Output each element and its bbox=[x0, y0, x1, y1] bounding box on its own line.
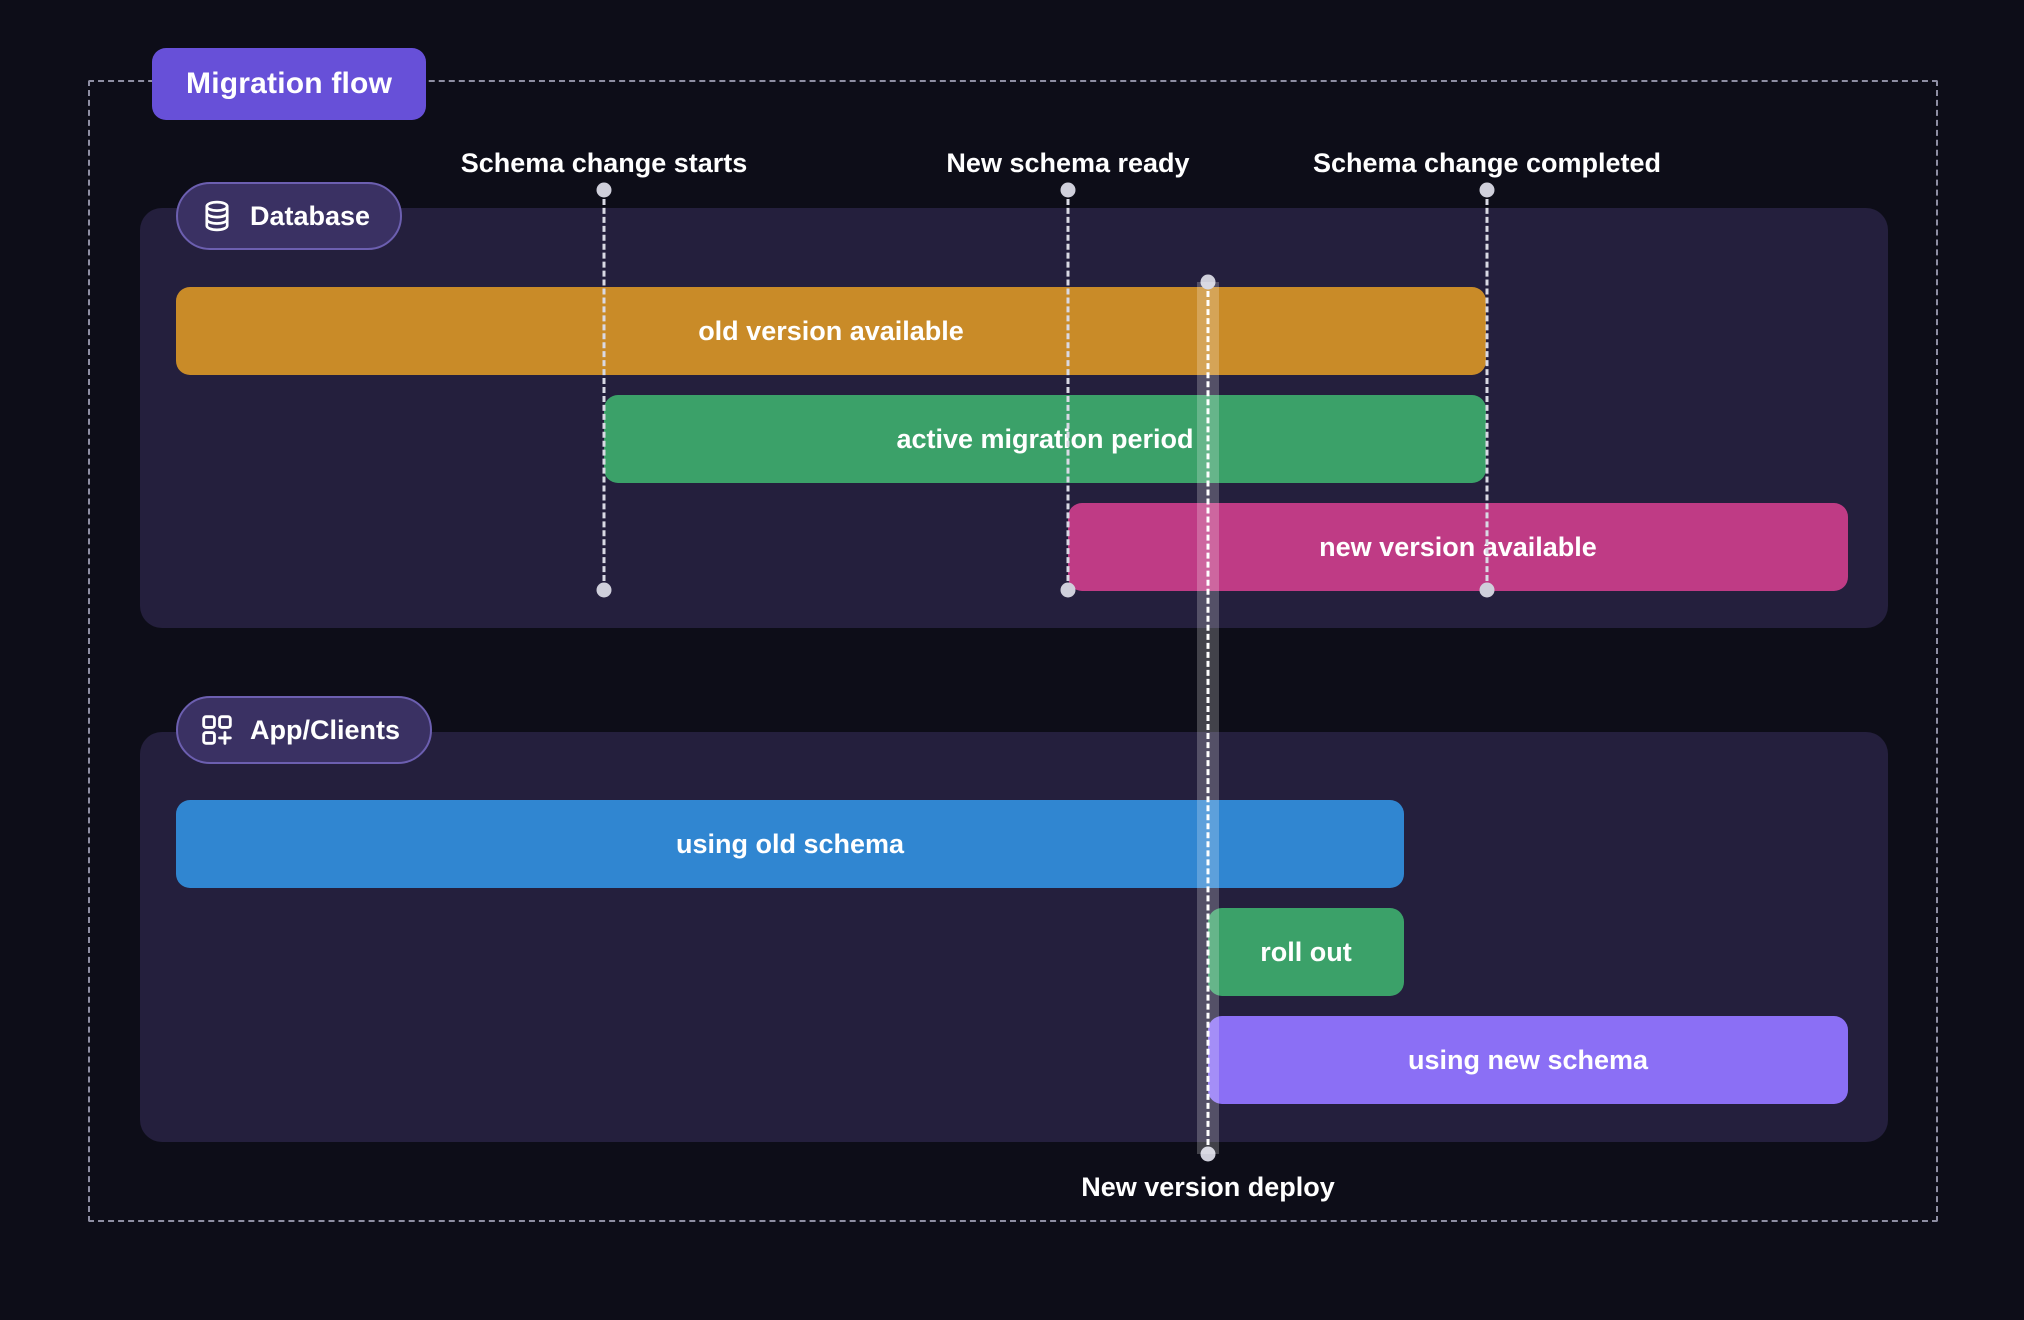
diagram-title-label: Migration flow bbox=[186, 67, 393, 100]
marker-dot-top-new-schema-ready bbox=[1060, 182, 1076, 198]
marker-dot-bottom-schema-change-starts bbox=[596, 582, 612, 598]
marker-label-new-schema-ready: New schema ready bbox=[946, 148, 1190, 178]
bar-label-old-version-available: old version available bbox=[698, 315, 964, 346]
marker-line-new-schema-ready bbox=[1066, 190, 1070, 590]
marker-line-schema-change-completed bbox=[1485, 190, 1489, 590]
marker-dot-top-new-version-deploy bbox=[1200, 274, 1216, 290]
lane-badge-label-database: Database bbox=[250, 200, 371, 231]
marker-dot-bottom-schema-change-completed bbox=[1479, 582, 1495, 598]
lane-badge-label-app: App/Clients bbox=[250, 714, 401, 745]
database-icon bbox=[200, 199, 234, 233]
bar-label-active-migration-period: active migration period bbox=[896, 423, 1194, 454]
marker-dot-bottom-new-version-deploy bbox=[1200, 1146, 1216, 1162]
marker-label-new-version-deploy: New version deploy bbox=[1081, 1172, 1335, 1202]
bar-using-old-schema: using old schema bbox=[176, 800, 1404, 888]
bar-label-using-new-schema: using new schema bbox=[1407, 1044, 1649, 1075]
bar-label-using-old-schema: using old schema bbox=[675, 828, 905, 859]
bar-label-roll-out: roll out bbox=[1260, 936, 1352, 967]
bar-new-version-available: new version available bbox=[1068, 503, 1848, 591]
bar-active-migration-period: active migration period bbox=[604, 395, 1486, 483]
diagram-title-badge: Migration flow bbox=[152, 48, 427, 120]
bar-label-new-version-available: new version available bbox=[1319, 531, 1597, 562]
lane-badge-database: Database bbox=[176, 182, 403, 250]
marker-dot-top-schema-change-completed bbox=[1479, 182, 1495, 198]
marker-band-new-version-deploy bbox=[1197, 282, 1219, 1154]
marker-dot-bottom-new-schema-ready bbox=[1060, 582, 1076, 598]
bar-roll-out: roll out bbox=[1208, 908, 1404, 996]
marker-line-schema-change-starts bbox=[602, 190, 606, 590]
marker-line-new-version-deploy bbox=[1206, 282, 1210, 1154]
lane-badge-app: App/Clients bbox=[176, 696, 433, 764]
marker-label-schema-change-starts: Schema change starts bbox=[460, 148, 748, 178]
marker-label-schema-change-completed: Schema change completed bbox=[1312, 148, 1662, 178]
app-grid-plus-icon bbox=[200, 713, 234, 747]
bar-old-version-available: old version available bbox=[176, 287, 1486, 375]
diagram-frame bbox=[88, 80, 1938, 1222]
marker-dot-top-schema-change-starts bbox=[596, 182, 612, 198]
bar-using-new-schema: using new schema bbox=[1208, 1016, 1848, 1104]
